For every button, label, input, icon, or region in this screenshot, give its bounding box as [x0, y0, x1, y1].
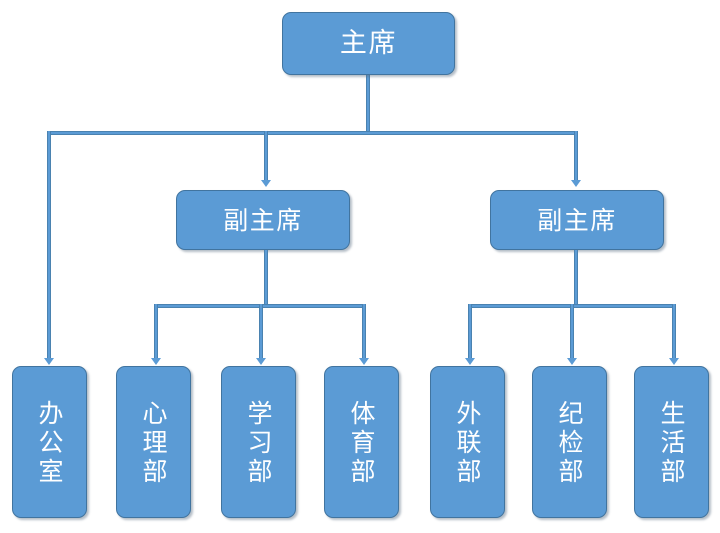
connector-vice-right-to-external — [468, 304, 472, 361]
node-vice-chairman-right-label: 副主席 — [537, 205, 617, 235]
arrow-to-study-dept — [256, 358, 266, 365]
connector-vice-left-to-study — [259, 304, 263, 361]
arrow-to-office — [44, 358, 54, 365]
arrow-to-vice-chairman-right — [571, 180, 581, 187]
node-sports-dept-label: 体育部 — [347, 399, 376, 487]
arrow-to-discipline-inspection-dept — [567, 358, 577, 365]
connector-chairman-to-office — [47, 131, 51, 361]
arrow-to-external-relations-dept — [465, 358, 475, 365]
node-external-relations-dept-label: 外联部 — [453, 399, 482, 487]
node-life-dept[interactable]: 生活部 — [634, 366, 709, 518]
connector-chairman-stem — [366, 75, 370, 133]
connector-vice-left-stem — [264, 250, 268, 307]
arrow-to-sports-dept — [359, 358, 369, 365]
arrow-to-psychology-dept — [151, 358, 161, 365]
connector-vice-right-to-discipline — [570, 304, 574, 361]
connector-vice-right-to-life — [672, 304, 676, 361]
node-psychology-dept-label: 心理部 — [139, 399, 168, 487]
connector-vice-right-stem — [574, 250, 578, 307]
node-study-dept-label: 学习部 — [244, 399, 273, 487]
connector-vice-left-to-psychology — [154, 304, 158, 361]
node-life-dept-label: 生活部 — [657, 399, 686, 487]
node-discipline-inspection-dept[interactable]: 纪检部 — [532, 366, 607, 518]
node-study-dept[interactable]: 学习部 — [221, 366, 296, 518]
node-psychology-dept[interactable]: 心理部 — [116, 366, 191, 518]
node-sports-dept[interactable]: 体育部 — [324, 366, 399, 518]
connector-level1-bus — [47, 131, 577, 135]
node-office[interactable]: 办公室 — [12, 366, 87, 518]
node-discipline-inspection-dept-label: 纪检部 — [555, 399, 584, 487]
node-chairman-label: 主席 — [339, 27, 398, 59]
connector-bus-to-vice-right — [574, 131, 578, 183]
arrow-to-vice-chairman-left — [261, 180, 271, 187]
connector-vice-left-to-sports — [362, 304, 366, 361]
arrow-to-life-dept — [669, 358, 679, 365]
node-office-label: 办公室 — [35, 399, 64, 487]
node-vice-chairman-left[interactable]: 副主席 — [176, 190, 350, 250]
node-external-relations-dept[interactable]: 外联部 — [430, 366, 505, 518]
node-vice-chairman-left-label: 副主席 — [223, 205, 303, 235]
connector-bus-to-vice-left — [264, 131, 268, 183]
node-chairman[interactable]: 主席 — [282, 12, 455, 75]
node-vice-chairman-right[interactable]: 副主席 — [490, 190, 664, 250]
